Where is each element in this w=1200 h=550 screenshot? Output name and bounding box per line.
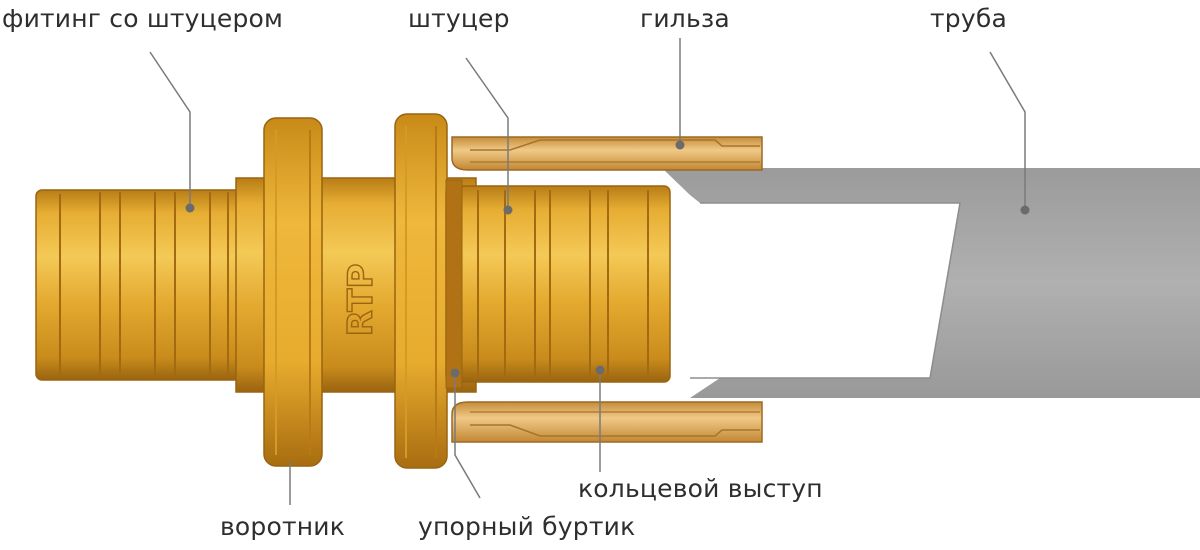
sleeve-bottom [451, 401, 763, 443]
collar-left [263, 117, 323, 467]
label-ring-ridge: кольцевой выступ [578, 474, 823, 503]
sleeve-top [451, 136, 763, 171]
leader-nipple [465, 57, 509, 210]
collar-right [394, 113, 448, 469]
left-barb [35, 189, 267, 381]
label-stop-bead: упорный буртик [418, 512, 636, 541]
label-nipple: штуцер [408, 4, 510, 33]
label-sleeve: гильза [640, 4, 730, 33]
label-pipe: труба [930, 4, 1007, 33]
pipe-wall [662, 168, 1200, 398]
pipe [662, 168, 1200, 398]
leader-fitting [149, 51, 191, 208]
brand-mark: RTP [341, 264, 381, 337]
label-fitting: фитинг со штуцером [2, 4, 284, 33]
right-barb [445, 179, 671, 389]
leader-lines [149, 38, 1026, 505]
leader-stop-bead [454, 373, 481, 499]
label-collar: воротник [220, 512, 346, 541]
leader-dots [185, 140, 1030, 378]
leader-pipe [989, 51, 1026, 210]
